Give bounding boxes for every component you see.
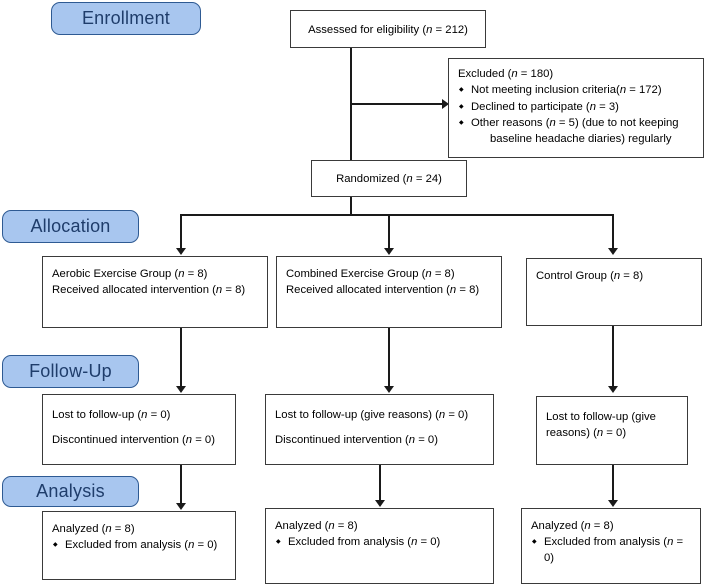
excluded-reason-item: Other reasons (n = 5) (due to not keepin… — [458, 115, 697, 147]
followup-aerobic-line1: Lost to follow-up (n = 0) — [52, 409, 171, 421]
stage-label-analysis-text: Analysis — [36, 481, 105, 501]
box-followup-control: Lost to follow-up (give reasons) (n = 0) — [536, 396, 688, 465]
connector-aerobic-followup-to-analysis — [180, 465, 182, 503]
arrowhead-to-control-allocation — [608, 248, 618, 255]
analysis-control-bullet: Excluded from analysis (n = 0) — [531, 534, 694, 566]
connector-assessed-to-excluded — [350, 103, 443, 105]
stage-label-followup: Follow-Up — [2, 355, 139, 388]
excluded-reason-line2: baseline headache diaries) regularly — [490, 133, 672, 146]
connector-allocation-bus — [180, 214, 613, 216]
followup-control-line1: Lost to follow-up (give reasons) (n = 0) — [546, 411, 656, 440]
connector-bus-to-combined — [388, 214, 390, 248]
spacer — [52, 423, 229, 432]
stage-label-allocation: Allocation — [2, 210, 139, 243]
stage-label-analysis: Analysis — [2, 476, 139, 507]
connector-combined-alloc-to-followup — [388, 328, 390, 386]
arrowhead-to-aerobic-analysis — [176, 503, 186, 510]
box-analysis-combined: Analyzed (n = 8) Excluded from analysis … — [265, 508, 494, 584]
connector-control-alloc-to-followup — [612, 326, 614, 386]
box-allocation-combined: Combined Exercise Group (n = 8) Received… — [276, 256, 502, 328]
box-analysis-aerobic: Analyzed (n = 8) Excluded from analysis … — [42, 511, 236, 580]
followup-combined-line1: Lost to follow-up (give reasons) (n = 0) — [275, 409, 469, 421]
stage-label-enrollment-text: Enrollment — [81, 8, 171, 28]
arrowhead-to-aerobic-followup — [176, 386, 186, 393]
box-allocation-aerobic: Aerobic Exercise Group (n = 8) Received … — [42, 256, 268, 328]
allocation-aerobic-line1: Aerobic Exercise Group (n = 8) — [52, 268, 208, 280]
assessed-text: Assessed for eligibility (n = 212) — [308, 24, 468, 36]
allocation-combined-line1: Combined Exercise Group (n = 8) — [286, 268, 455, 280]
connector-bus-to-control — [612, 214, 614, 248]
arrowhead-to-control-followup — [608, 386, 618, 393]
arrowhead-to-combined-analysis — [375, 500, 385, 507]
excluded-title: Excluded (n = 180) — [458, 68, 554, 80]
allocation-combined-line2: Received allocated intervention (n = 8) — [286, 284, 480, 297]
box-allocation-control: Control Group (n = 8) — [526, 258, 702, 326]
analysis-aerobic-line1: Analyzed (n = 8) — [52, 523, 135, 535]
connector-aerobic-alloc-to-followup — [180, 328, 182, 386]
stage-label-followup-text: Follow-Up — [29, 361, 112, 381]
randomized-text: Randomized (n = 24) — [336, 173, 442, 185]
spacer — [275, 423, 487, 432]
box-excluded: Excluded (n = 180) Not meeting inclusion… — [448, 58, 704, 158]
arrowhead-to-combined-allocation — [384, 248, 394, 255]
analysis-combined-list: Excluded from analysis (n = 0) — [275, 534, 487, 551]
followup-aerobic-line2: Discontinued intervention (n = 0) — [52, 434, 215, 447]
excluded-reason-line1: Other reasons (n = 5) (due to not keepin… — [471, 117, 679, 130]
allocation-control-line1: Control Group (n = 8) — [536, 270, 644, 282]
stage-label-allocation-text: Allocation — [30, 216, 111, 236]
analysis-aerobic-list: Excluded from analysis (n = 0) — [52, 537, 229, 554]
connector-randomized-stem — [350, 197, 352, 215]
excluded-reasons-list: Not meeting inclusion criteria(n = 172) … — [458, 82, 697, 147]
arrowhead-to-control-analysis — [608, 500, 618, 507]
analysis-combined-line1: Analyzed (n = 8) — [275, 520, 358, 532]
analysis-aerobic-bullet: Excluded from analysis (n = 0) — [52, 537, 229, 554]
box-assessed-for-eligibility: Assessed for eligibility (n = 212) — [290, 10, 486, 48]
excluded-reason-item: Not meeting inclusion criteria(n = 172) — [458, 82, 697, 99]
box-followup-combined: Lost to follow-up (give reasons) (n = 0)… — [265, 394, 494, 465]
box-randomized: Randomized (n = 24) — [311, 160, 467, 197]
arrowhead-to-combined-followup — [384, 386, 394, 393]
box-followup-aerobic: Lost to follow-up (n = 0) Discontinued i… — [42, 394, 236, 465]
excluded-reason-item: Declined to participate (n = 3) — [458, 99, 697, 116]
arrowhead-to-aerobic-allocation — [176, 248, 186, 255]
analysis-control-line1: Analyzed (n = 8) — [531, 520, 614, 532]
arrowhead-to-excluded — [442, 99, 449, 109]
stage-label-enrollment: Enrollment — [51, 2, 201, 35]
connector-bus-to-aerobic — [180, 214, 182, 248]
connector-combined-followup-to-analysis — [379, 465, 381, 500]
box-analysis-control: Analyzed (n = 8) Excluded from analysis … — [521, 508, 701, 584]
analysis-combined-bullet: Excluded from analysis (n = 0) — [275, 534, 487, 551]
followup-combined-line2: Discontinued intervention (n = 0) — [275, 434, 438, 447]
connector-control-followup-to-analysis — [612, 465, 614, 500]
analysis-control-list: Excluded from analysis (n = 0) — [531, 534, 694, 566]
allocation-aerobic-line2: Received allocated intervention (n = 8) — [52, 284, 246, 297]
